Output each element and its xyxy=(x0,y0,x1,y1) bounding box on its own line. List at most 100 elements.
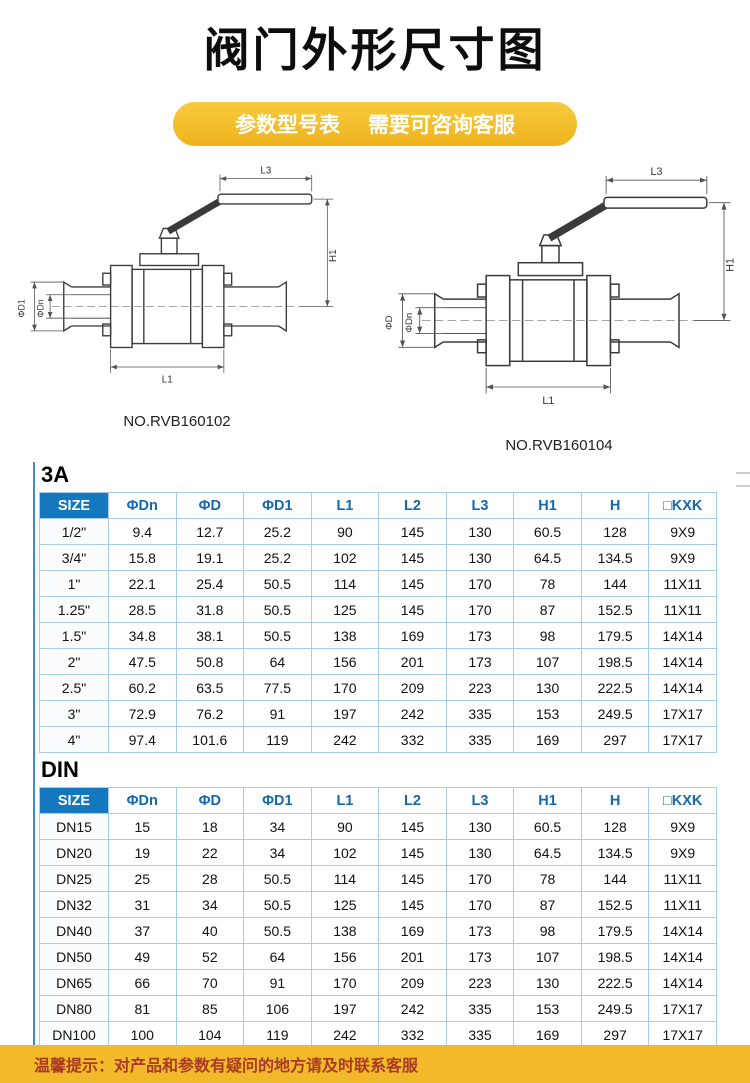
dim-label-d: ΦD xyxy=(384,315,395,330)
value-cell: 106 xyxy=(243,995,312,1022)
value-cell: 128 xyxy=(580,813,650,840)
value-cell: 209 xyxy=(378,674,447,701)
value-cell: 11X11 xyxy=(648,596,717,623)
banner-text-left: 参数型号表 xyxy=(235,114,340,137)
value-cell: 201 xyxy=(378,648,447,675)
value-cell: 169 xyxy=(513,726,582,753)
value-cell: 170 xyxy=(310,969,380,996)
value-cell: 50.5 xyxy=(243,891,312,918)
dimension-labels: L3 H1 L1 ΦD ΦDn xyxy=(384,166,737,407)
value-cell: 19.1 xyxy=(175,544,245,571)
value-cell: 91 xyxy=(243,700,312,727)
value-cell: 222.5 xyxy=(580,969,650,996)
value-cell: 60.5 xyxy=(513,518,582,545)
value-cell: 114 xyxy=(310,865,380,892)
value-cell: 153 xyxy=(513,700,582,727)
value-cell: 50.5 xyxy=(243,570,312,597)
value-cell: 156 xyxy=(310,648,380,675)
value-cell: 119 xyxy=(243,726,312,753)
value-cell: 9X9 xyxy=(648,813,717,840)
size-cell: DN65 xyxy=(39,969,109,996)
value-cell: 31.8 xyxy=(175,596,245,623)
value-cell: 222.5 xyxy=(580,674,650,701)
value-cell: 25 xyxy=(108,865,177,892)
value-cell: 170 xyxy=(445,865,515,892)
value-cell: 130 xyxy=(445,518,515,545)
value-cell: 22 xyxy=(175,839,245,866)
value-cell: 144 xyxy=(580,865,650,892)
value-cell: 98 xyxy=(513,917,582,944)
size-cell: 1" xyxy=(39,570,109,597)
value-cell: 50.5 xyxy=(243,865,312,892)
size-cell: 1/2" xyxy=(39,518,109,545)
value-cell: 15.8 xyxy=(108,544,177,571)
value-cell: 9X9 xyxy=(648,544,717,571)
value-cell: 87 xyxy=(513,596,582,623)
value-cell: 101.6 xyxy=(175,726,245,753)
value-cell: 197 xyxy=(310,700,380,727)
column-header: H xyxy=(580,787,650,814)
value-cell: 332 xyxy=(378,726,447,753)
value-cell: 72.9 xyxy=(108,700,177,727)
value-cell: 152.5 xyxy=(580,891,650,918)
column-header: H1 xyxy=(513,492,582,519)
value-cell: 198.5 xyxy=(580,648,650,675)
value-cell: 138 xyxy=(310,917,380,944)
value-cell: 173 xyxy=(445,943,515,970)
footer-tip-text: 温馨提示：对产品和参数有疑问的地方请及时联系客服 xyxy=(34,1058,419,1075)
value-cell: 130 xyxy=(445,813,515,840)
footer-tip-bar: 温馨提示：对产品和参数有疑问的地方请及时联系客服 xyxy=(0,1045,750,1083)
column-header: ΦD xyxy=(175,492,245,519)
valve-handle xyxy=(166,193,313,235)
value-cell: 169 xyxy=(378,622,447,649)
value-cell: 170 xyxy=(310,674,380,701)
size-cell: DN100 xyxy=(39,1021,109,1048)
value-cell: 64.5 xyxy=(513,839,582,866)
value-cell: 144 xyxy=(580,570,650,597)
value-cell: 173 xyxy=(445,648,515,675)
valve-diagram-2: L3 H1 L1 ΦD ΦDn xyxy=(384,166,737,407)
value-cell: 14X14 xyxy=(648,648,717,675)
value-cell: 130 xyxy=(513,969,582,996)
value-cell: 134.5 xyxy=(580,544,650,571)
value-cell: 104 xyxy=(175,1021,245,1048)
dimension-lines xyxy=(398,175,731,394)
value-cell: 297 xyxy=(580,1021,650,1048)
value-cell: 98 xyxy=(513,622,582,649)
column-header: H1 xyxy=(513,787,582,814)
value-cell: 179.5 xyxy=(580,622,650,649)
value-cell: 102 xyxy=(310,544,380,571)
value-cell: 70 xyxy=(175,969,245,996)
param-banner: 参数型号表 需要可咨询客服 xyxy=(173,102,577,146)
column-header: L2 xyxy=(378,492,447,519)
value-cell: 335 xyxy=(445,700,515,727)
column-header: ΦDn xyxy=(108,492,177,519)
value-cell: 130 xyxy=(445,544,515,571)
value-cell: 130 xyxy=(513,674,582,701)
dim-label-l1: L1 xyxy=(162,375,173,386)
value-cell: 14X14 xyxy=(648,674,717,701)
value-cell: 14X14 xyxy=(648,969,717,996)
value-cell: 19 xyxy=(108,839,177,866)
dimension-labels: L3 H1 L1 ΦD1 ΦDn xyxy=(17,166,339,386)
value-cell: 145 xyxy=(378,813,447,840)
value-cell: 12.7 xyxy=(175,518,245,545)
value-cell: 125 xyxy=(310,596,380,623)
value-cell: 14X14 xyxy=(648,917,717,944)
size-cell: DN25 xyxy=(39,865,109,892)
value-cell: 25.4 xyxy=(175,570,245,597)
size-cell: DN40 xyxy=(39,917,109,944)
size-cell: 2" xyxy=(39,648,109,675)
value-cell: 145 xyxy=(378,596,447,623)
value-cell: 170 xyxy=(445,891,515,918)
valve-body xyxy=(52,227,300,349)
value-cell: 198.5 xyxy=(580,943,650,970)
section-heading-din: DIN xyxy=(41,757,79,782)
